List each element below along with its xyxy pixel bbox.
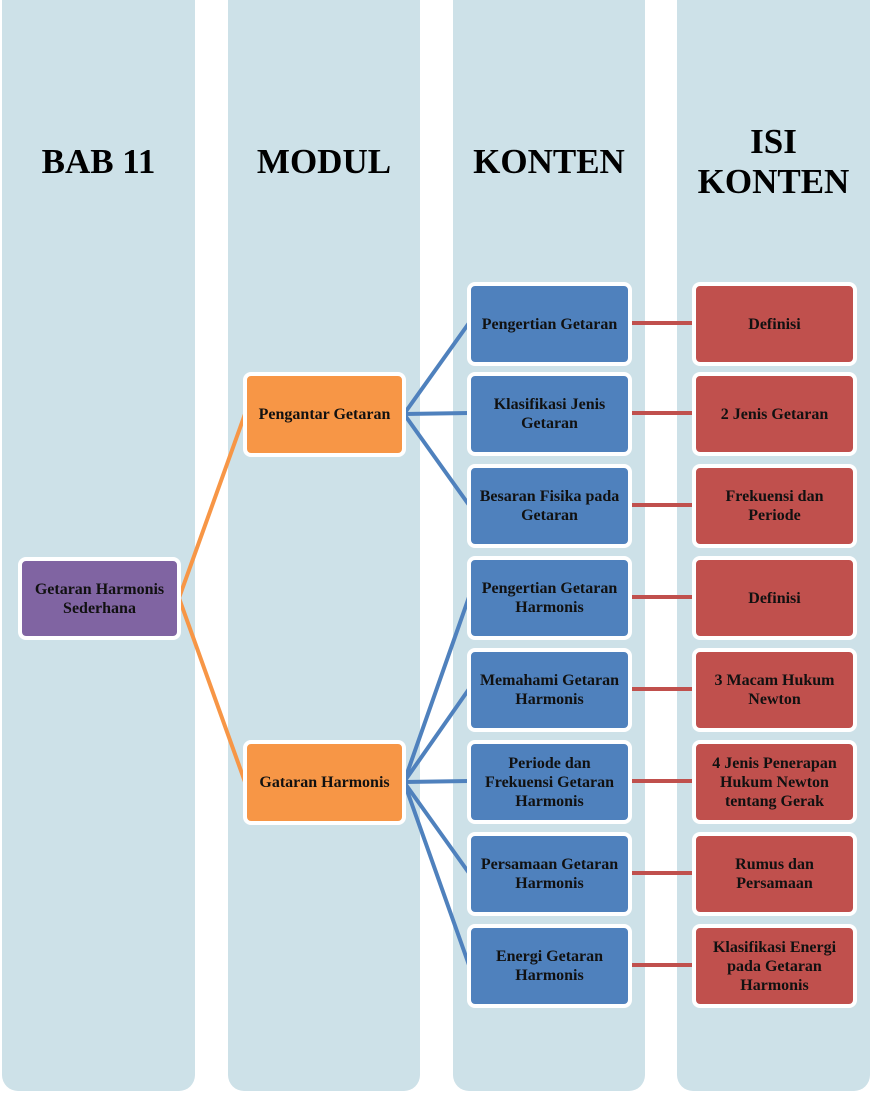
module-to-content-connector — [403, 411, 470, 416]
header-modul: MODUL — [256, 142, 392, 181]
column-modul — [228, 0, 420, 1091]
detail-node: 4 Jenis Penerapan Hukum Newton tentang G… — [692, 740, 857, 824]
content-node-label: Memahami Getaran Harmonis — [479, 672, 620, 708]
detail-node-label: 4 Jenis Penerapan Hukum Newton tentang G… — [712, 754, 837, 810]
root-to-module-connector — [177, 597, 247, 783]
module-node-label: Pengantar Getaran — [258, 406, 391, 423]
content-node: Persamaan Getaran Harmonis — [467, 832, 632, 916]
module-to-content-connector — [402, 687, 471, 784]
module-to-content-connector — [402, 781, 471, 966]
column-bab — [2, 0, 195, 1091]
root-label: Getaran Harmonis Sederhana — [34, 580, 165, 617]
content-node: Memahami Getaran Harmonis — [467, 648, 632, 732]
header-isi-konten: ISI KONTEN — [697, 122, 850, 201]
detail-node: Rumus dan Persamaan — [692, 832, 857, 916]
detail-node: Definisi — [692, 556, 857, 640]
module-to-content-connector — [402, 321, 471, 416]
content-node-label: Besaran Fisika pada Getaran — [479, 488, 620, 524]
content-node: Energi Getaran Harmonis — [467, 924, 632, 1008]
module-to-content-connector — [402, 780, 471, 875]
detail-node-label: Definisi — [748, 315, 801, 333]
detail-node-label: Definisi — [748, 589, 801, 607]
content-node-label: Pengertian Getaran — [481, 315, 618, 333]
content-node-label: Klasifikasi Jenis Getaran — [493, 396, 606, 432]
module-to-content-connector — [402, 412, 471, 507]
content-node-label: Periode dan Frekuensi Getaran Harmonis — [484, 754, 615, 810]
module-node: Gataran Harmonis — [243, 740, 406, 825]
detail-node-label: Frekuensi dan Periode — [725, 488, 824, 524]
content-node: Klasifikasi Jenis Getaran — [467, 372, 632, 456]
detail-node-label: 3 Macam Hukum Newton — [714, 672, 835, 708]
module-node-label: Gataran Harmonis — [259, 774, 390, 791]
content-node: Pengertian Getaran Harmonis — [467, 556, 632, 640]
root-to-module-connector — [177, 413, 247, 599]
detail-node-label: Klasifikasi Energi pada Getaran Harmonis — [712, 938, 837, 994]
detail-node: Klasifikasi Energi pada Getaran Harmonis — [692, 924, 857, 1008]
content-node: Besaran Fisika pada Getaran — [467, 464, 632, 548]
content-node-label: Pengertian Getaran Harmonis — [481, 580, 618, 616]
detail-node-label: Rumus dan Persamaan — [735, 856, 814, 892]
content-node: Pengertian Getaran — [467, 282, 632, 366]
content-node-label: Energi Getaran Harmonis — [495, 948, 604, 984]
detail-node: Definisi — [692, 282, 857, 366]
content-node-label: Persamaan Getaran Harmonis — [480, 856, 619, 892]
module-to-content-connector — [403, 779, 470, 784]
detail-node: 3 Macam Hukum Newton — [692, 648, 857, 732]
detail-node-label: 2 Jenis Getaran — [720, 405, 829, 423]
detail-node: Frekuensi dan Periode — [692, 464, 857, 548]
root-node: Getaran Harmonis Sederhana — [18, 557, 181, 640]
header-bab: BAB 11 — [41, 142, 156, 181]
detail-node: 2 Jenis Getaran — [692, 372, 857, 456]
module-to-content-connector — [402, 596, 471, 783]
content-node: Periode dan Frekuensi Getaran Harmonis — [467, 740, 632, 824]
header-konten: KONTEN — [473, 142, 625, 181]
module-node: Pengantar Getaran — [243, 372, 406, 457]
